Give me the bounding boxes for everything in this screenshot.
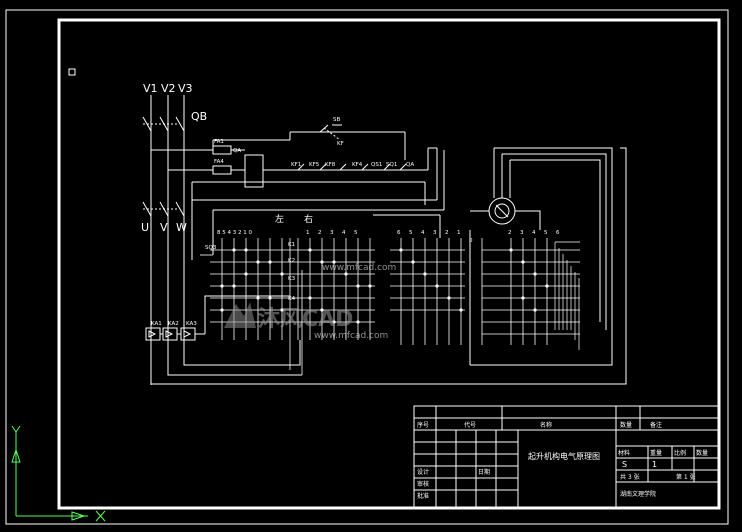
controller-right-position: 3 [433,230,437,236]
rotor-number: 4 [532,230,536,236]
controller-position: 5 [354,230,358,236]
phase-label: V3 [178,82,193,95]
rotor-number: 6 [556,230,560,236]
k-label: K4 [288,296,296,302]
controller-right-position: 4 [421,230,425,236]
title-block [413,405,719,508]
rotor-number: 3 [520,230,524,236]
tb-weight: 重量 [650,449,662,457]
controller-position: 3 [330,230,334,236]
outer-border [5,9,729,525]
tb-sheet-no: 第 1 张 [676,473,696,481]
motor-and-rotor-loops [151,147,627,385]
watermark: www.mfcad.com www.mfcad.com 沐风CAD [224,263,396,341]
fuse-label: FA4 [214,159,224,165]
diagram-labels: V1 V2 V3 QB U V W 左 右 [141,82,313,234]
relay-coils [145,295,302,376]
controller-right-position: 6 [397,230,401,236]
motor-terminal-label: U [141,221,149,234]
tb-designer: 设计 [417,468,429,476]
tb-scale-value: S [622,460,627,469]
controller-left-label: 左 [275,213,284,225]
qa-label: QA [406,162,414,168]
controller-contacts-left [220,248,372,324]
cad-pickbox [68,68,76,76]
coil-label: QA [233,148,241,154]
tb-scale: 比例 [674,449,686,457]
tb-material: 材料 [618,449,630,457]
rotor-number: 2 [508,230,512,236]
kf-label: KF4 [352,162,363,168]
small-labels: FA1 FA4 QA SB KF KF1 KF5 KF8 KF4 QS1 SQ1… [151,117,560,327]
inner-frame [57,18,721,510]
relay-label: KA3 [186,321,197,327]
motor-terminal-label: V [160,221,168,234]
tb-date: 日期 [478,468,490,476]
tb-qty: 数量 [696,449,708,457]
motor-terminal-label: W [176,221,187,234]
tb-header: 名称 [540,421,552,429]
controller-right-position: 2 [445,230,449,236]
watermark-logo-icon [224,302,256,328]
kf-label: KF5 [309,162,320,168]
relay-label: KA2 [168,321,179,327]
watermark-brand: 沐风CAD [258,307,353,332]
phase-label: V2 [161,82,176,95]
relay-label: KA1 [151,321,162,327]
kf-label: KF [337,141,344,147]
controller-left-header: 8 5 4 3 2 1 0 [217,230,252,236]
controller-grid-right [390,238,580,345]
tb-qty-value: 1 [652,460,657,469]
watermark-url: www.mfcad.com [322,263,396,273]
kf-label: KF8 [325,162,336,168]
watermark-url: www.mfcad.com [314,331,388,341]
sb-label: SB [333,117,340,123]
rotor-resistor-steps [554,241,580,350]
tb-school: 湖南文理学院 [620,490,656,498]
k-label: K3 [288,276,296,282]
controller-right-label: 右 [304,213,313,225]
controller-position: 4 [342,230,346,236]
k-label: K2 [288,258,295,264]
controller-right-position: 5 [409,230,413,236]
controller-position: 1 [306,230,310,236]
qs-label: SQ1 [386,162,397,168]
kf-label: KF1 [291,162,301,168]
sq-label: SQ3 [205,245,217,251]
drawing-title: 起升机构电气原理图 [528,451,600,461]
tb-approver: 批准 [417,492,429,500]
tb-header: 备注 [650,421,662,429]
rotor-number: 5 [544,230,548,236]
controller-position: 2 [318,230,322,236]
tb-header: 序号 [417,421,429,429]
controller-contacts-right [399,248,549,312]
controller-right-position: 0 [469,238,473,244]
tb-sheets-total: 共 3 张 [620,473,640,481]
tb-header: 数量 [620,421,632,429]
controller-right-position: 1 [457,230,461,236]
title-block-text: 序号 代号 名称 数量 备注 起升机构电气原理图 材料 重量 比例 数量 S 1… [417,421,708,500]
ucs-icon[interactable] [11,425,106,522]
tb-checker: 审核 [417,480,429,488]
fuse-label: FA1 [214,139,224,145]
phase-label: V1 [143,82,158,95]
k-label: K1 [288,242,295,248]
breaker-label: QB [191,110,207,123]
tb-header: 代号 [464,421,476,429]
qs-label: QS1 [371,162,382,168]
power-circuit [142,95,445,385]
